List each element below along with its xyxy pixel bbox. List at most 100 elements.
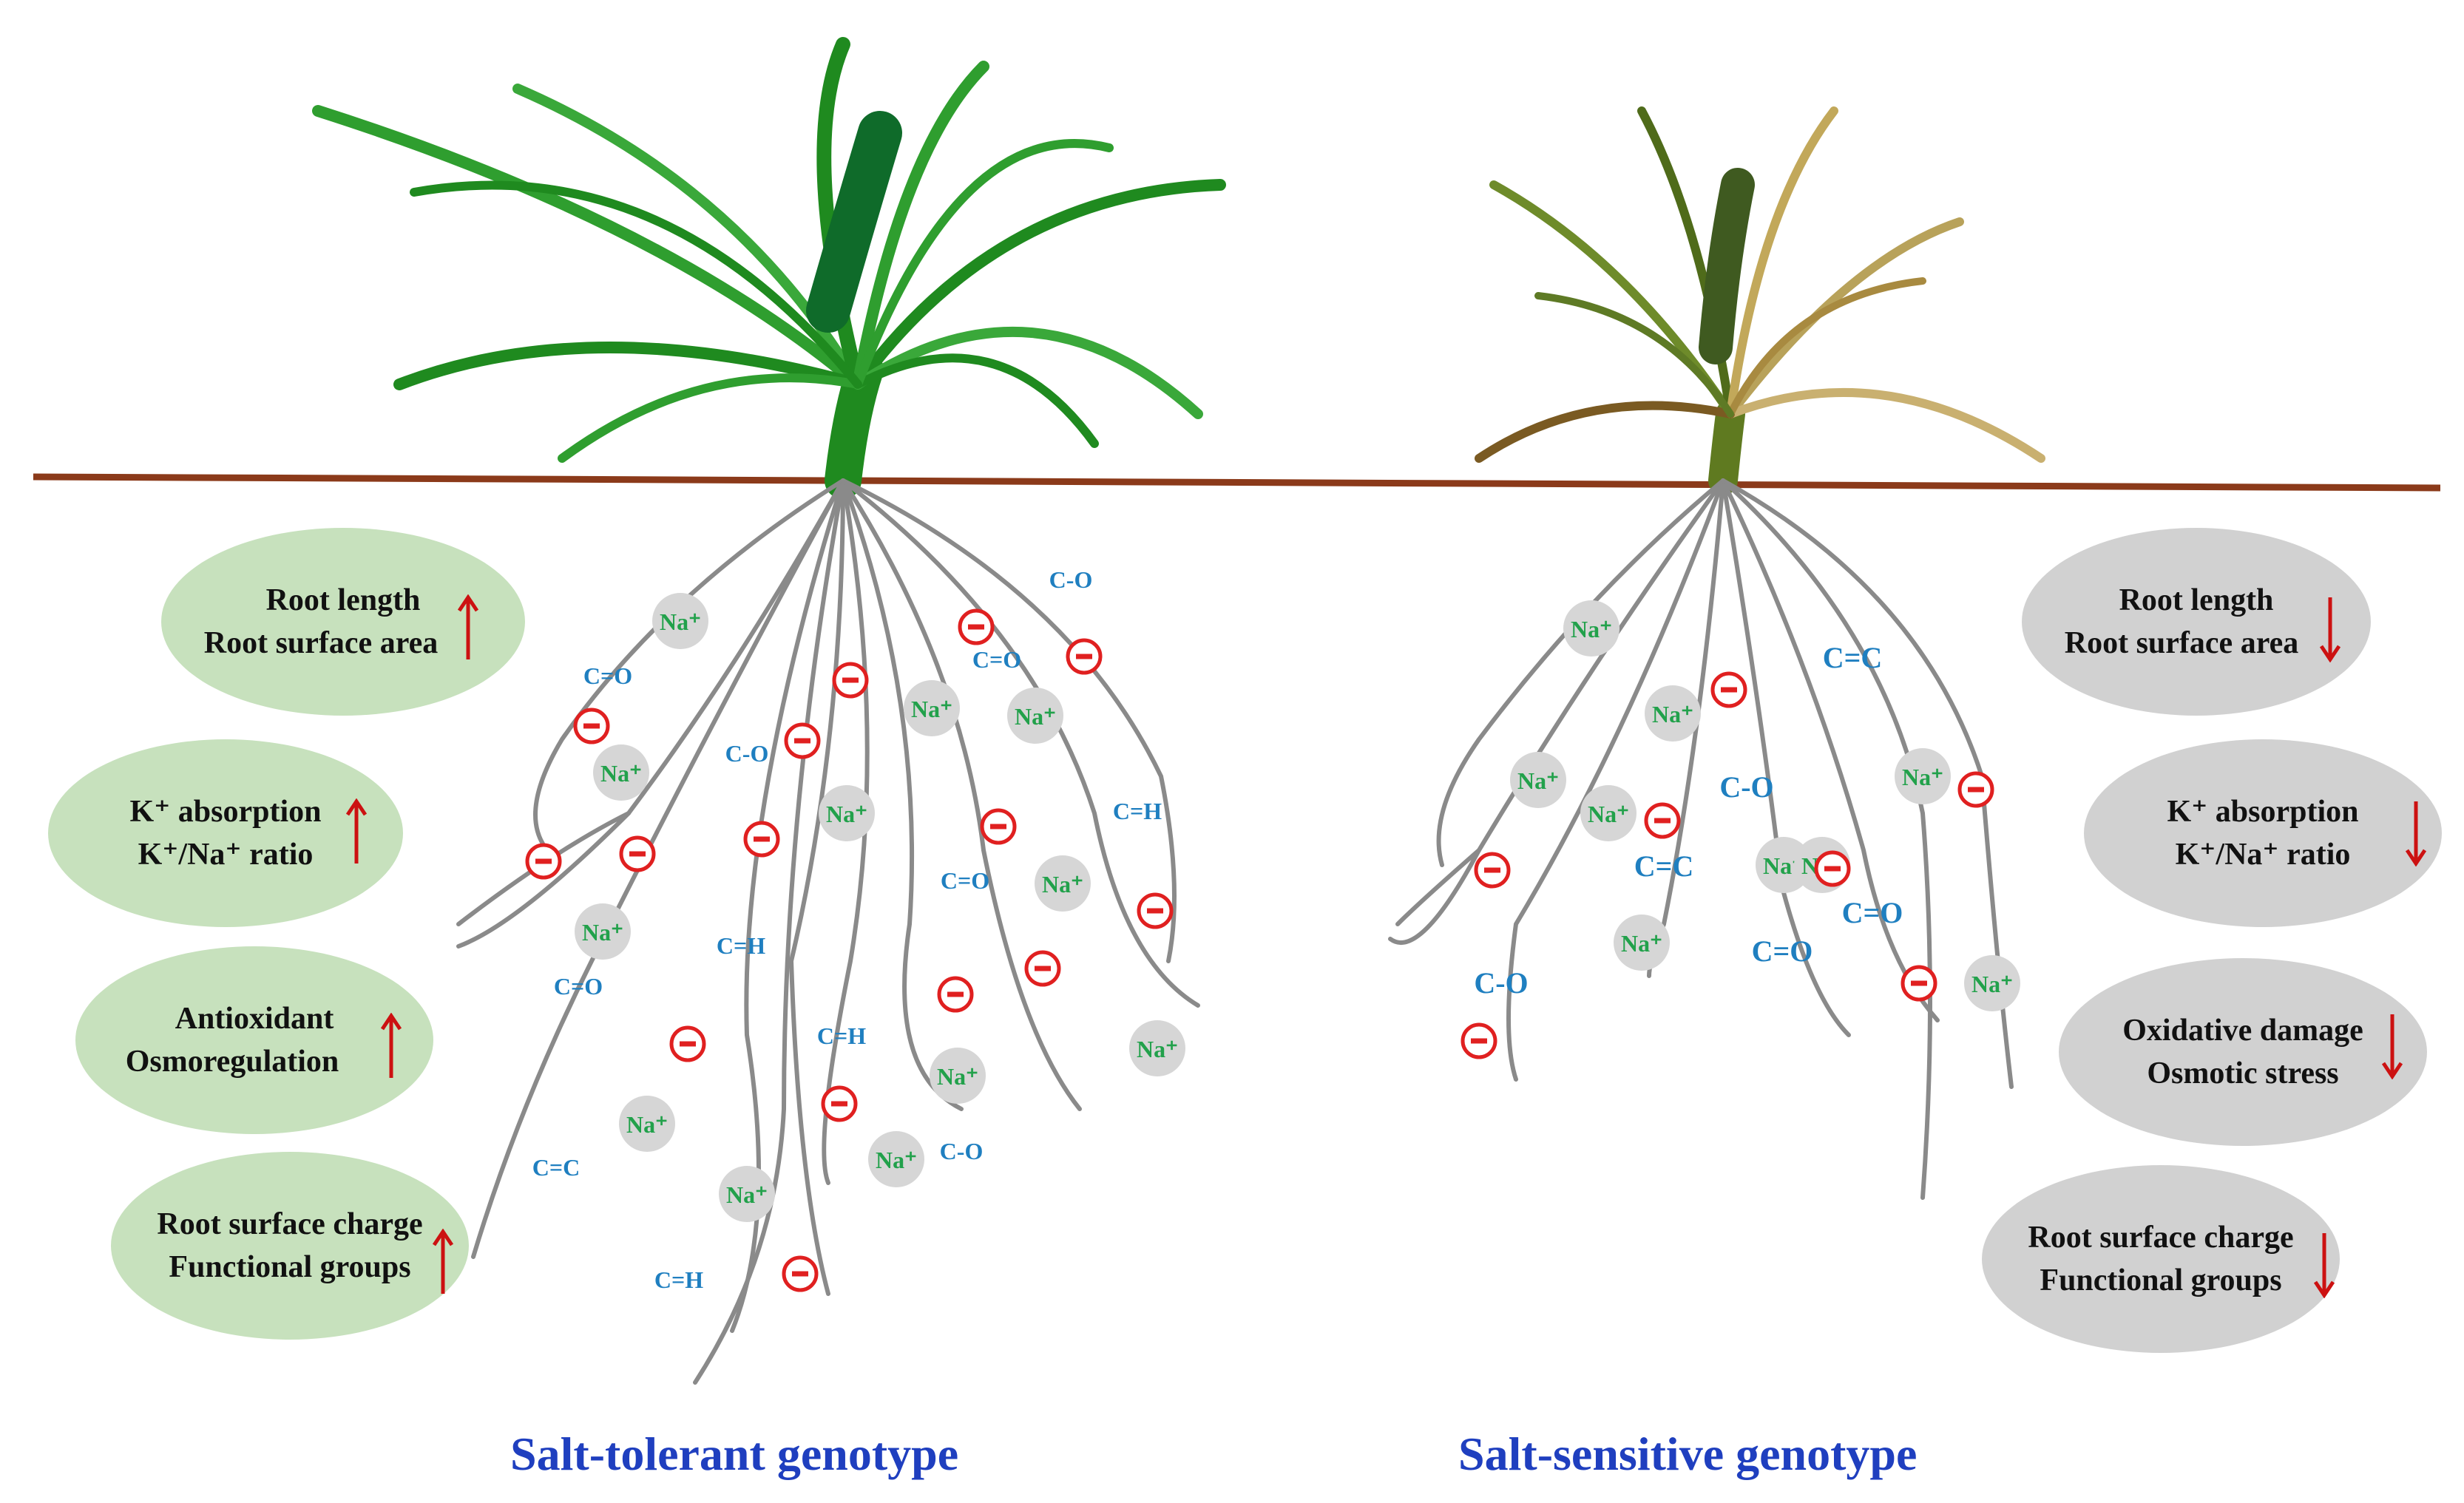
sodium-label: Na⁺ xyxy=(1971,971,2013,997)
functional-group-markers: C=O C-O C-O C=O C=H C=O C=H C=O C=H C-O C=C C=H C=C C… xyxy=(532,566,1903,1293)
box-line: Root length xyxy=(265,583,421,617)
negative-charge-icon xyxy=(525,843,562,880)
tolerant-plant-shoot xyxy=(312,37,1226,499)
sodium-ion: Na⁺ xyxy=(1035,855,1091,912)
sodium-label: Na⁺ xyxy=(726,1181,768,1208)
functional-group-label: C-O xyxy=(1474,966,1528,1000)
sodium-label: Na⁺ xyxy=(1137,1036,1178,1062)
functional-group-label: C=H xyxy=(654,1266,703,1293)
sodium-ion: Na⁺ xyxy=(652,593,708,649)
functional-group-label: C=H xyxy=(717,932,765,959)
functional-group-label: C=O xyxy=(941,867,989,894)
down-arrow-icon xyxy=(2313,1233,2335,1298)
sensitive-box-oxidative: Oxidative damage Osmotic stress xyxy=(2059,958,2427,1146)
sodium-ion: Na⁺ xyxy=(1895,748,1951,804)
functional-group-label: C=C xyxy=(1634,849,1694,883)
negative-charge-icon xyxy=(937,976,974,1013)
sodium-label: Na⁺ xyxy=(911,696,952,722)
negative-charge-icon xyxy=(619,835,656,872)
box-line: Osmotic stress xyxy=(2147,1056,2339,1090)
box-line: K⁺ absorption xyxy=(129,795,322,829)
negative-charge-icon xyxy=(958,608,995,645)
negative-charge-icon xyxy=(1901,965,1937,1002)
tolerant-box-root-growth: Root length Root surface area xyxy=(161,528,525,716)
sodium-ion: Na⁺ xyxy=(1645,685,1701,742)
sodium-ion: Na⁺ xyxy=(1563,600,1619,656)
functional-group-label: C=O xyxy=(1842,896,1903,929)
negative-charge-icon xyxy=(669,1025,706,1062)
sodium-ion: Na⁺ xyxy=(719,1166,775,1222)
negative-charge-icon xyxy=(784,722,821,759)
negative-charge-icon xyxy=(1461,1022,1497,1059)
negative-charge-markers xyxy=(525,608,1994,1292)
sodium-ion: Na⁺ xyxy=(930,1048,986,1104)
sodium-label: Na⁺ xyxy=(600,760,642,787)
sodium-label: Na⁺ xyxy=(1015,703,1056,730)
functional-group-label: C-O xyxy=(940,1138,984,1164)
functional-group-label: C-O xyxy=(1049,566,1093,593)
up-arrow-icon xyxy=(345,798,368,864)
sodium-ion: Na⁺ xyxy=(819,785,875,841)
box-line: Root surface area xyxy=(203,626,439,660)
down-arrow-icon xyxy=(2405,801,2427,866)
sodium-label: Na⁺ xyxy=(582,919,623,946)
box-line: Antioxidant xyxy=(175,1002,334,1036)
sodium-ion: Na⁺ xyxy=(575,903,631,960)
box-line: Oxidative damage xyxy=(2122,1014,2363,1048)
sodium-label: Na⁺ xyxy=(1571,616,1612,642)
functional-group-label: C=O xyxy=(554,973,603,1000)
sodium-label: Na⁺ xyxy=(660,608,701,635)
negative-charge-icon xyxy=(743,821,780,858)
sodium-ion: Na⁺ xyxy=(1129,1020,1185,1076)
up-arrow-icon xyxy=(432,1229,454,1294)
negative-charge-icon xyxy=(1066,638,1103,675)
sodium-ion: Na⁺ xyxy=(593,744,649,801)
sodium-label: Na⁺ xyxy=(937,1063,978,1090)
soil-surface-line xyxy=(33,473,2441,492)
up-arrow-icon xyxy=(380,1013,402,1078)
sodium-ion: Na⁺ xyxy=(1510,752,1566,808)
functional-group-label: C=H xyxy=(1113,798,1162,824)
box-line: Root surface charge xyxy=(157,1207,423,1241)
down-arrow-icon xyxy=(2319,597,2341,662)
sodium-ion: Na⁺ xyxy=(868,1131,924,1187)
tolerant-box-potassium: K⁺ absorption K⁺/Na⁺ ratio xyxy=(48,739,403,927)
sensitive-genotype-title: Salt-sensitive genotype xyxy=(1458,1428,1918,1480)
box-line: Root surface charge xyxy=(2028,1221,2294,1255)
sensitive-box-potassium: K⁺ absorption K⁺/Na⁺ ratio xyxy=(2084,739,2442,927)
negative-charge-icon xyxy=(1474,852,1511,889)
down-arrow-icon xyxy=(2381,1014,2403,1079)
sodium-label: Na⁺ xyxy=(1902,764,1943,790)
sodium-label: Na⁺ xyxy=(1652,701,1693,727)
functional-group-label: C=O xyxy=(583,662,632,689)
sodium-ion: Na⁺ xyxy=(1614,915,1670,971)
sodium-label: Na⁺ xyxy=(876,1147,917,1173)
functional-group-label: C=C xyxy=(532,1154,580,1181)
negative-charge-icon xyxy=(1024,950,1061,987)
tolerant-genotype-title: Salt-tolerant genotype xyxy=(510,1428,959,1480)
sodium-ion: Na⁺ xyxy=(619,1096,675,1152)
negative-charge-icon xyxy=(832,662,869,699)
up-arrow-icon xyxy=(457,594,479,659)
negative-charge-icon xyxy=(1957,771,1994,808)
box-line: K⁺/Na⁺ ratio xyxy=(2175,838,2351,872)
box-line: Root length xyxy=(2119,583,2274,617)
negative-charge-icon xyxy=(782,1255,819,1292)
negative-charge-icon xyxy=(821,1085,858,1122)
box-line: Functional groups xyxy=(169,1250,411,1284)
negative-charge-icon xyxy=(573,708,610,744)
functional-group-label: C-O xyxy=(725,740,769,767)
sodium-label: Na⁺ xyxy=(826,801,867,827)
functional-group-label: C=O xyxy=(972,646,1021,673)
sodium-ion: Na⁺ xyxy=(1580,785,1637,841)
negative-charge-icon xyxy=(1644,802,1681,839)
negative-charge-icon xyxy=(1137,892,1174,929)
functional-group-label: C=H xyxy=(817,1022,866,1049)
sodium-label: Na⁺ xyxy=(1517,767,1559,794)
sodium-label: Na⁺ xyxy=(1042,871,1083,898)
box-line: Functional groups xyxy=(2040,1263,2282,1297)
box-line: K⁺/Na⁺ ratio xyxy=(138,838,314,872)
functional-group-label: C-O xyxy=(1719,770,1773,804)
tolerant-roots xyxy=(456,478,1200,1385)
